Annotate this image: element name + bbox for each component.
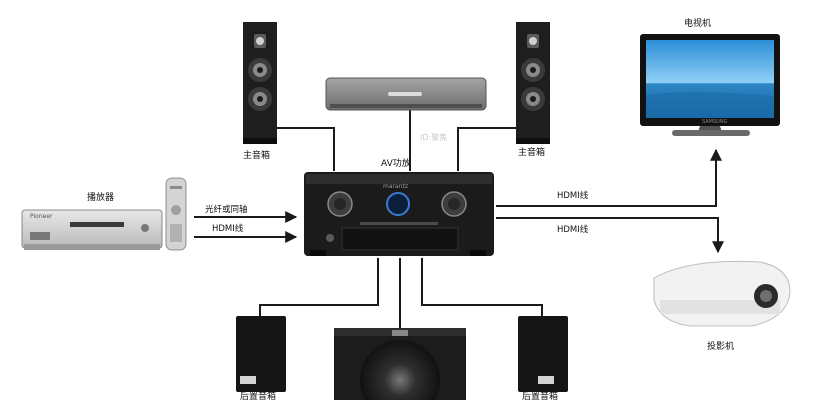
amp-brand-text: marantz [383, 183, 408, 190]
right-main-speaker [516, 22, 550, 144]
watermark: ID:聚焦 [420, 133, 448, 142]
hdmi-tv-label: HDMI线 [557, 191, 589, 201]
tv-label: 电视机 [684, 19, 712, 29]
av-amplifier [304, 172, 494, 256]
right-speaker-label: 主音箱 [518, 148, 546, 158]
line-rear-left [259, 258, 379, 316]
line-right-speaker [457, 127, 516, 171]
left-speaker-label: 主音箱 [243, 151, 271, 161]
rear-left-speaker [236, 316, 286, 392]
player-brand-text: Pioneer [30, 213, 53, 220]
left-main-speaker [243, 22, 277, 144]
line-left-speaker [276, 127, 335, 171]
rear-right-label: 后置音箱 [522, 392, 559, 402]
line-hdmi-tv [496, 148, 722, 207]
player-label: 播放器 [87, 193, 115, 203]
center-speaker [325, 77, 487, 111]
remote-control [165, 177, 187, 251]
tv-brand-text: SAMSUNG [702, 119, 728, 125]
hdmi-in-label: HDMI线 [212, 224, 244, 234]
line-rear-right [421, 258, 543, 316]
hdmi-projector-label: HDMI线 [557, 225, 589, 235]
amplifier-label: AV功放 [381, 159, 411, 169]
subwoofer [334, 328, 466, 400]
rear-left-label: 后置音箱 [240, 392, 277, 402]
projector-device [653, 260, 791, 327]
player-device [21, 209, 163, 250]
optical-coax-label: 光纤或同轴 [205, 205, 248, 215]
projector-label: 投影机 [707, 342, 735, 352]
tv-device [640, 34, 780, 136]
connection-lines [194, 110, 724, 328]
rear-right-speaker [518, 316, 568, 392]
line-hdmi-projector [496, 217, 724, 254]
